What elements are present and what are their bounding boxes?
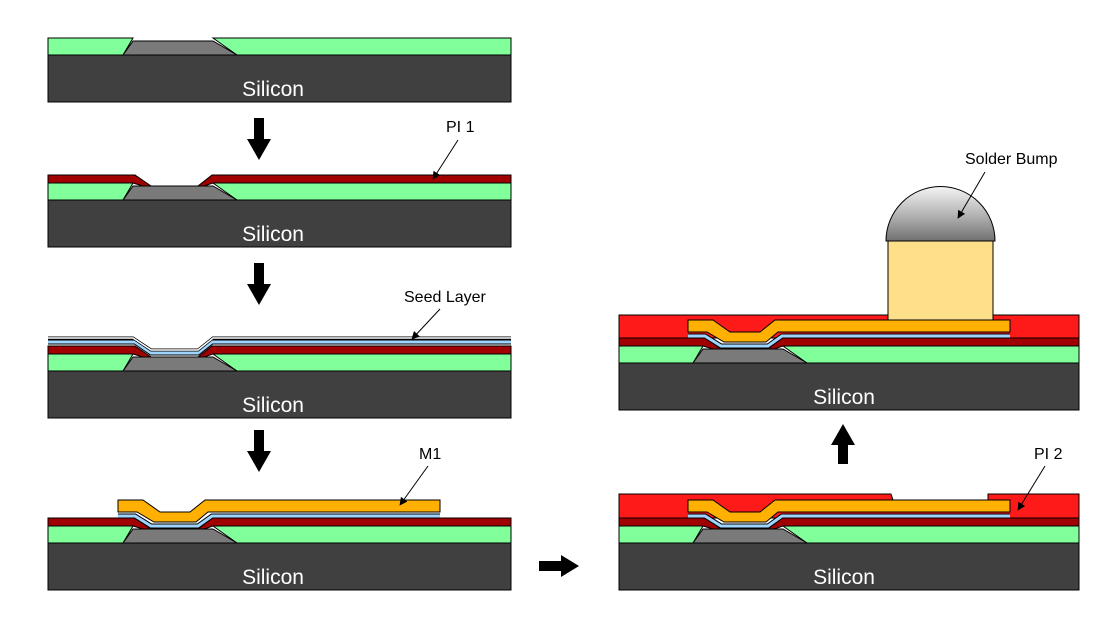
pi1-layer xyxy=(196,345,512,358)
pi1-layer xyxy=(196,517,512,530)
m1-layer xyxy=(687,499,1011,523)
pi2-leader-line xyxy=(1017,465,1046,511)
silicon-label: Silicon xyxy=(813,566,875,589)
up-arrow-icon xyxy=(831,424,855,464)
m1-layer xyxy=(687,319,1011,343)
metal-pad xyxy=(122,356,239,372)
ubm-pillar xyxy=(887,239,994,321)
pi1-leader-line xyxy=(432,139,459,180)
metal-pad xyxy=(692,528,809,544)
m1-leader-line xyxy=(399,465,429,506)
silicon-substrate xyxy=(618,542,1080,591)
pi1-layer xyxy=(47,174,153,187)
silicon-substrate xyxy=(47,542,512,591)
passivation-layer xyxy=(47,353,134,372)
passivation-layer xyxy=(618,525,704,544)
step-3-seed-layer: Silicon Seed Layer xyxy=(47,289,512,419)
silicon-substrate xyxy=(47,54,512,103)
silicon-label: Silicon xyxy=(813,386,875,409)
metal-pad xyxy=(122,528,239,544)
step-6-solder-bump: Silicon Solder Bump xyxy=(618,151,1080,411)
seed-layer xyxy=(48,340,511,355)
passivation-layer xyxy=(211,525,512,544)
right-arrow-icon xyxy=(539,555,579,577)
seed-layer xyxy=(118,514,440,528)
metal-pad xyxy=(692,348,809,364)
down-arrow-icon xyxy=(247,430,271,472)
passivation-layer xyxy=(211,37,512,56)
metal-pad xyxy=(122,40,239,56)
passivation-layer xyxy=(211,353,512,372)
step-2-pi1-coat: Silicon PI 1 xyxy=(47,119,512,248)
pi2-label: PI 2 xyxy=(1034,446,1063,463)
passivation-layer xyxy=(47,182,134,201)
m1-layer xyxy=(117,499,441,523)
silicon-label: Silicon xyxy=(242,223,304,246)
solder-bump xyxy=(885,186,996,242)
pi1-label: PI 1 xyxy=(446,119,475,136)
down-arrow-icon xyxy=(247,118,271,160)
passivation-layer xyxy=(211,182,512,201)
seed-layer xyxy=(48,337,511,351)
m1-label: M1 xyxy=(419,446,441,463)
passivation-layer xyxy=(781,525,1080,544)
step-5-pi2-coat: Silicon PI 2 xyxy=(618,446,1080,591)
seed-layer xyxy=(688,514,1010,528)
pi1-layer xyxy=(47,345,153,358)
down-arrow-icon xyxy=(247,263,271,305)
solder-bump-leader-line xyxy=(957,171,986,219)
metal-pad xyxy=(122,185,239,201)
silicon-label: Silicon xyxy=(242,566,304,589)
passivation-layer xyxy=(618,345,704,364)
seed-layer-label: Seed Layer xyxy=(404,289,487,306)
step-1-bare-wafer: Silicon xyxy=(47,37,512,103)
silicon-label: Silicon xyxy=(242,394,304,417)
solder-bump-label: Solder Bump xyxy=(965,151,1058,168)
passivation-layer xyxy=(781,345,1080,364)
step-4-m1-plating: Silicon M1 xyxy=(47,446,512,591)
silicon-label: Silicon xyxy=(242,78,304,101)
passivation-layer xyxy=(47,37,134,56)
silicon-substrate xyxy=(47,199,512,248)
passivation-layer xyxy=(47,525,134,544)
seed-layer-leader-line xyxy=(411,308,441,340)
seed-layer xyxy=(688,334,1010,348)
